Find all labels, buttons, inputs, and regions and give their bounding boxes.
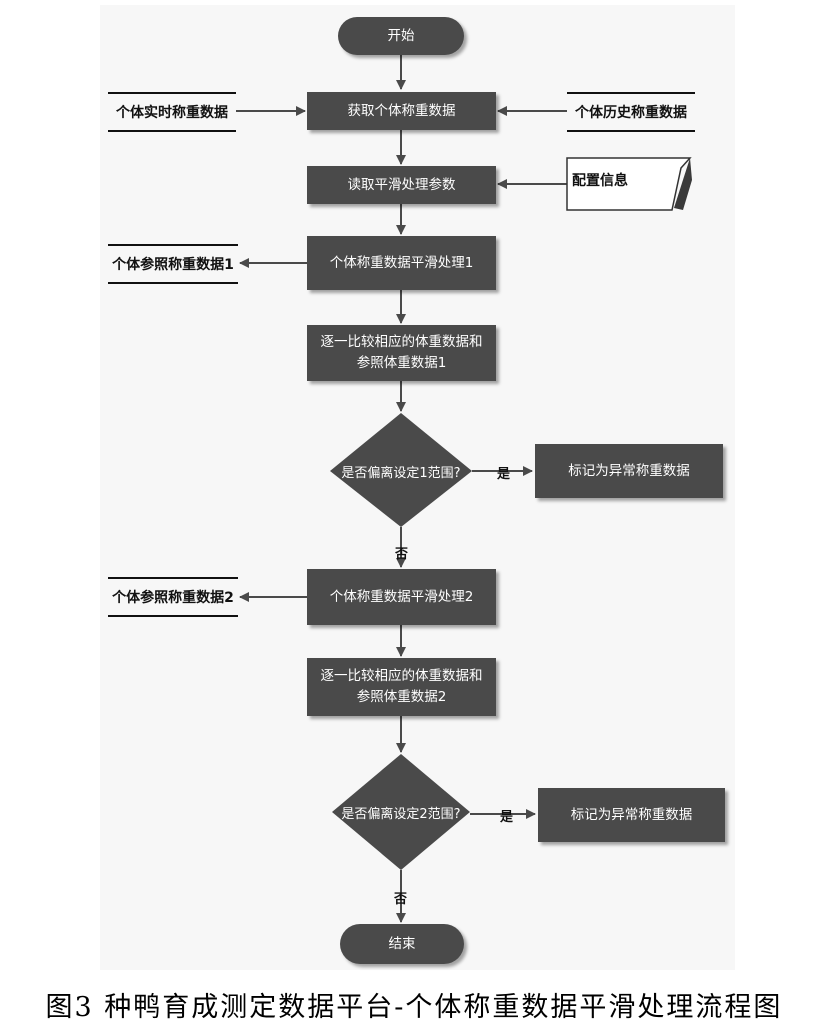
no-label-2: 否 [394, 892, 408, 907]
read-smoothing-params-node: 读取平滑处理参数 [307, 166, 496, 204]
history-weighing-store: 个体历史称重数据 [567, 92, 695, 132]
smoothing2-node: 个体称重数据平滑处理2 [307, 569, 496, 625]
config-document-shape [566, 157, 692, 211]
config-document-fold [674, 158, 692, 210]
decision2-label: 是否偏离设定2范围? [341, 806, 461, 822]
decision1-diamond [330, 413, 472, 527]
reference-store-2: 个体参照称重数据2 [108, 577, 238, 617]
mark-abnormal2-node: 标记为异常称重数据 [538, 788, 725, 842]
compare2-node: 逐一比较相应的体重数据和参照体重数据2 [307, 658, 496, 716]
start-node: 开始 [338, 17, 464, 55]
config-info-label: 配置信息 [572, 173, 628, 189]
smoothing1-node: 个体称重数据平滑处理1 [307, 236, 496, 290]
no-label-1: 否 [395, 547, 409, 562]
compare1-node: 逐一比较相应的体重数据和参照体重数据1 [307, 325, 496, 381]
figure-caption: 图3 种鸭育成测定数据平台-个体称重数据平滑处理流程图 [45, 992, 783, 1023]
decision2-diamond [332, 754, 470, 870]
decision1-label: 是否偏离设定1范围? [341, 465, 461, 481]
realtime-weighing-store: 个体实时称重数据 [108, 92, 236, 132]
end-node: 结束 [340, 924, 464, 964]
yes-label-2: 是 [500, 810, 514, 825]
reference-store-1: 个体参照称重数据1 [108, 244, 238, 284]
mark-abnormal1-node: 标记为异常称重数据 [535, 444, 723, 498]
get-weighing-data-node: 获取个体称重数据 [307, 92, 496, 130]
yes-label-1: 是 [497, 467, 511, 482]
